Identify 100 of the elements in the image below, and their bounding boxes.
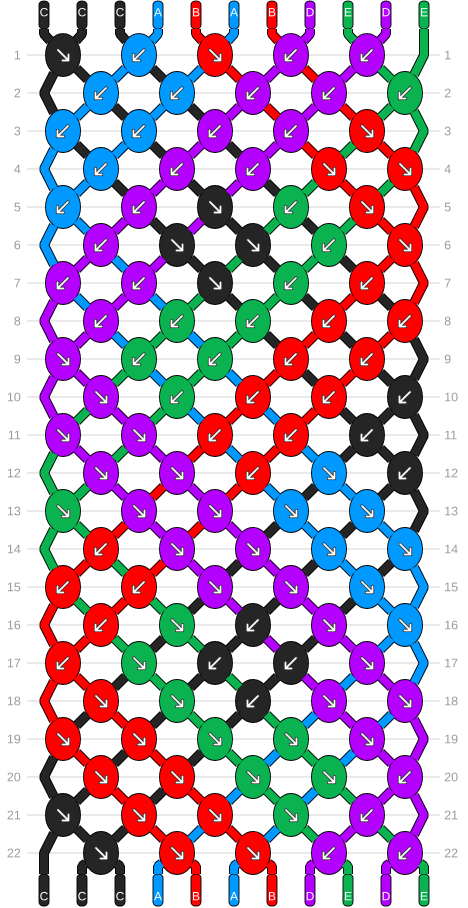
- thread: [73, 369, 91, 387]
- thread: [149, 369, 167, 387]
- thread: [301, 711, 319, 729]
- row-number: 8: [14, 316, 20, 326]
- knot: [159, 147, 195, 191]
- knot: [387, 451, 423, 495]
- knot: [349, 641, 385, 685]
- thread: [77, 859, 89, 874]
- thread: [377, 521, 395, 539]
- thread: [73, 597, 91, 615]
- knot: [311, 71, 347, 115]
- knot: [311, 831, 347, 875]
- thread: [339, 483, 357, 501]
- thread: [111, 331, 129, 349]
- thread: [410, 489, 429, 533]
- knot: [45, 489, 81, 533]
- knot: [121, 793, 157, 837]
- thread: [73, 711, 91, 729]
- row-number: 12: [445, 468, 458, 478]
- knot: [159, 527, 195, 571]
- thread: [339, 711, 357, 729]
- thread: [73, 635, 91, 653]
- row-number: 19: [8, 734, 20, 744]
- thread: [339, 217, 357, 235]
- thread: [225, 141, 243, 159]
- thread: [263, 407, 281, 425]
- thread: [73, 141, 91, 159]
- thread: [153, 859, 165, 874]
- thread-end: C: [114, 874, 126, 906]
- knot: [197, 185, 233, 229]
- thread: [263, 179, 281, 197]
- thread: [39, 603, 58, 647]
- thread-end: D: [380, 0, 392, 30]
- knot: [159, 679, 195, 723]
- thread: [377, 749, 395, 767]
- row-number: 7: [444, 278, 450, 288]
- thread: [263, 559, 281, 577]
- thread: [225, 179, 243, 197]
- thread: [113, 859, 125, 874]
- thread: [39, 679, 58, 723]
- thread: [72, 28, 87, 44]
- knot: [83, 451, 119, 495]
- thread: [149, 255, 167, 273]
- thread: [39, 223, 58, 267]
- knot: [311, 147, 347, 191]
- knot: [273, 109, 309, 153]
- row-number: 20: [444, 772, 458, 782]
- thread: [73, 65, 91, 83]
- thread: [377, 483, 395, 501]
- row-number: 7: [14, 278, 20, 288]
- thread: [263, 635, 281, 653]
- row-number: 12: [8, 468, 20, 478]
- knot: [349, 413, 385, 457]
- thread: [225, 597, 243, 615]
- row-number: 6: [444, 240, 451, 250]
- thread: [149, 521, 167, 539]
- row-number: 5: [14, 202, 20, 212]
- knot: [387, 527, 423, 571]
- thread: [111, 141, 129, 159]
- thread: [73, 825, 91, 843]
- thread: [339, 673, 357, 691]
- thread: [149, 711, 167, 729]
- knot: [387, 299, 423, 343]
- thread: [376, 28, 391, 44]
- knot: [387, 755, 423, 799]
- thread: [73, 445, 91, 463]
- thread: [301, 141, 319, 159]
- thread: [187, 369, 205, 387]
- thread: [377, 445, 395, 463]
- thread: [301, 179, 319, 197]
- thread: [377, 369, 395, 387]
- thread: [410, 793, 429, 837]
- thread: [149, 483, 167, 501]
- knot: [273, 641, 309, 685]
- row-number: 15: [445, 582, 458, 592]
- knot: [387, 71, 423, 115]
- row-number: 10: [445, 392, 458, 402]
- knot: [197, 717, 233, 761]
- thread: [187, 407, 205, 425]
- knot: [159, 831, 195, 875]
- knot: [159, 451, 195, 495]
- knot: [235, 755, 271, 799]
- knot: [349, 261, 385, 305]
- thread: [339, 65, 357, 83]
- thread: [341, 859, 353, 874]
- thread: [187, 559, 205, 577]
- row-number: 4: [444, 164, 451, 174]
- knot: [83, 71, 119, 115]
- knot: [121, 489, 157, 533]
- knot: [235, 147, 271, 191]
- thread: [301, 673, 319, 691]
- thread: [377, 673, 395, 691]
- thread: [73, 217, 91, 235]
- thread: [339, 255, 357, 273]
- thread: [263, 293, 281, 311]
- knot: [83, 299, 119, 343]
- thread: [187, 141, 205, 159]
- thread: [263, 787, 281, 805]
- row-number: 8: [444, 316, 451, 326]
- thread: [263, 65, 281, 83]
